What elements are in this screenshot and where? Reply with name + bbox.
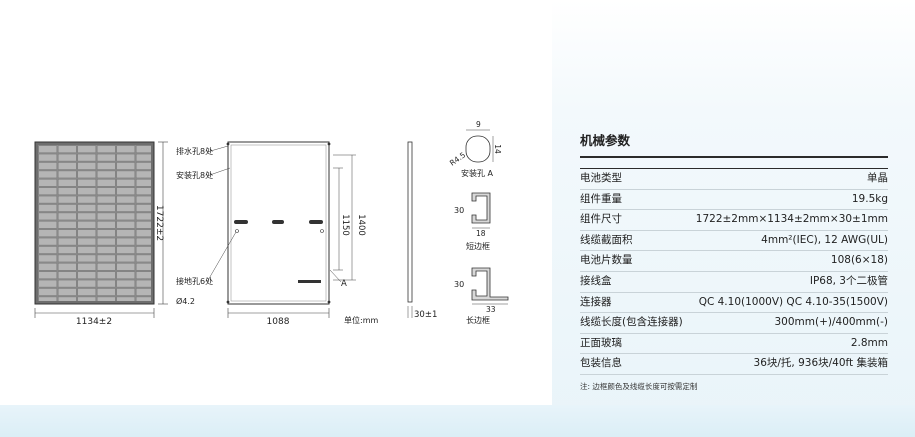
ground-diameter-label: Ø4.2 <box>176 296 195 306</box>
hole-height-label: 14 <box>493 144 502 154</box>
marker-a-label: A <box>341 279 347 289</box>
hole-width-label: 9 <box>476 120 481 129</box>
spec-background <box>552 0 915 437</box>
hole-radius-label: R4.5 <box>448 150 467 167</box>
ground-holes-label: 接地孔6处 <box>176 276 213 286</box>
spec-key: 线缆截面积 <box>580 233 633 246</box>
spec-row: 线缆长度(包含连接器) 300mm(+)/400mm(-) <box>580 313 888 334</box>
unit-label: 单位:mm <box>344 315 378 325</box>
spec-row: 线缆截面积 4mm²(IEC), 12 AWG(UL) <box>580 231 888 252</box>
width-dimension-label: 1134±2 <box>76 317 112 327</box>
spec-row: 包装信息 36块/托, 936块/40ft 集装箱 <box>580 354 888 375</box>
spec-row: 组件重量 19.5kg <box>580 190 888 211</box>
spec-value: IP68, 3个二极管 <box>809 274 888 287</box>
spec-value: 36块/托, 936块/40ft 集装箱 <box>753 357 888 370</box>
spec-value: 4mm²(IEC), 12 AWG(UL) <box>761 233 888 246</box>
back-view: 排水孔8处 安装孔8处 接地孔6处 Ø4.2 1088 1400 1150 A … <box>176 141 378 327</box>
spec-key: 接线盒 <box>580 274 612 287</box>
spec-value: 1722±2mm×1134±2mm×30±1mm <box>695 213 888 226</box>
center-hole <box>272 220 284 224</box>
front-view: 1134±2 1722±2 <box>34 141 168 327</box>
long-frame-title: 长边框 <box>466 315 490 325</box>
hole-a-detail: 9 14 R4.5 安装孔 A <box>448 120 502 178</box>
spec-value: 108(6×18) <box>830 254 888 267</box>
side-view: 30±1 <box>407 141 437 320</box>
spec-value: 19.5kg <box>851 192 888 205</box>
spec-key: 线缆长度(包含连接器) <box>580 316 683 329</box>
spec-value: 2.8mm <box>850 336 888 349</box>
hole-a-title: 安装孔 A <box>461 168 494 178</box>
spec-value: 300mm(+)/400mm(-) <box>774 316 888 329</box>
spec-table: 电池类型 单晶组件重量 19.5kg 组件尺寸 1722±2mm×1134±2mm×30… <box>580 168 888 375</box>
junction-box <box>298 280 321 283</box>
dim-1400-label: 1400 <box>356 214 366 236</box>
spec-row: 电池片数量 108(6×18) <box>580 251 888 272</box>
thickness-label: 30±1 <box>414 310 437 320</box>
specs-title: 机械参数 <box>580 130 888 158</box>
drain-holes-label: 排水孔8处 <box>176 146 213 156</box>
spec-key: 电池类型 <box>580 172 622 184</box>
footer-band <box>0 405 915 437</box>
dim-1088-label: 1088 <box>267 317 290 327</box>
spec-row: 电池类型 单晶 <box>580 168 888 190</box>
long-frame-width-label: 33 <box>486 305 496 314</box>
spec-value: 单晶 <box>867 172 888 184</box>
dim-1150-label: 1150 <box>340 214 350 236</box>
short-frame-section: 30 18 短边框 <box>454 192 491 251</box>
spec-key: 组件重量 <box>580 192 622 205</box>
spec-row: 连接器 QC 4.10(1000V) QC 4.10-35(1500V) <box>580 293 888 314</box>
spec-row: 接线盒 IP68, 3个二极管 <box>580 272 888 293</box>
mount-holes-label: 安装孔8处 <box>176 170 213 180</box>
spec-value: QC 4.10(1000V) QC 4.10-35(1500V) <box>698 295 888 308</box>
mount-hole-right <box>309 220 323 224</box>
short-frame-height-label: 30 <box>454 206 464 215</box>
spec-key: 组件尺寸 <box>580 213 622 226</box>
spec-key: 电池片数量 <box>580 254 633 267</box>
height-dimension-label: 1722±2 <box>154 205 164 241</box>
mechanical-specs: 机械参数 电池类型 单晶组件重量 19.5kg 组件尺寸 1722±2mm×1134±2… <box>580 130 888 375</box>
long-frame-height-label: 30 <box>454 280 464 289</box>
spec-key: 正面玻璃 <box>580 336 622 349</box>
long-frame-section: 30 33 长边框 <box>454 267 509 325</box>
mount-hole-left <box>234 220 248 224</box>
short-frame-title: 短边框 <box>466 241 490 251</box>
spec-row: 正面玻璃 2.8mm <box>580 334 888 355</box>
spec-key: 连接器 <box>580 295 612 308</box>
short-frame-width-label: 18 <box>476 229 486 238</box>
spec-key: 包装信息 <box>580 357 622 370</box>
customization-note: 注: 边框颜色及线缆长度可按需定制 <box>580 382 698 391</box>
spec-row: 组件尺寸 1722±2mm×1134±2mm×30±1mm <box>580 210 888 231</box>
mechanical-drawing: 1134±2 1722±2 排水孔8处 安装孔8处 接地孔6处 Ø4.2 108… <box>34 120 509 327</box>
